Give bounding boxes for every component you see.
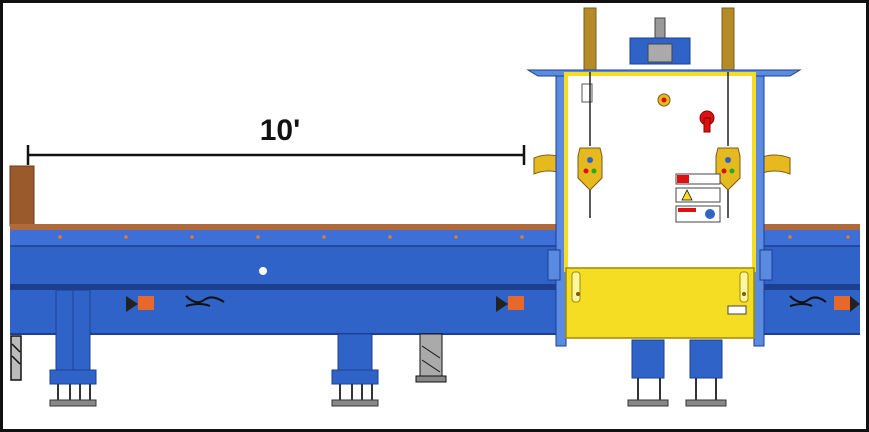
clamp-right	[834, 296, 860, 312]
hose-left	[185, 295, 225, 307]
pendant-cords	[589, 72, 729, 146]
panel-tag	[581, 83, 593, 103]
lower-blade-guard	[565, 267, 755, 339]
side-handle-right	[759, 154, 791, 175]
wood-stock	[9, 165, 35, 227]
dimension-label: 10'	[259, 114, 301, 147]
pendant-control-right-icon[interactable]	[715, 147, 741, 218]
clamp-middle	[496, 296, 524, 312]
hydraulic-cylinder	[415, 333, 447, 383]
emergency-stop-icon[interactable]	[657, 93, 671, 107]
bracket-right	[759, 249, 773, 281]
hose-right	[789, 295, 827, 307]
warning-label-icon	[675, 173, 721, 223]
rail-bolts	[58, 235, 850, 239]
clamp-left	[126, 296, 154, 312]
support-leg-2	[331, 333, 379, 407]
disconnect-handle-icon[interactable]	[699, 110, 715, 133]
bracket-left	[547, 249, 561, 281]
pendant-control-left-icon[interactable]	[577, 147, 603, 218]
support-leg-1	[49, 289, 97, 407]
support-leg-3	[627, 339, 669, 407]
top-rail	[10, 224, 860, 230]
dimension-line	[26, 145, 526, 165]
beam-hole	[259, 267, 267, 275]
support-leg-4	[685, 339, 727, 407]
left-edge-hose	[10, 335, 22, 381]
